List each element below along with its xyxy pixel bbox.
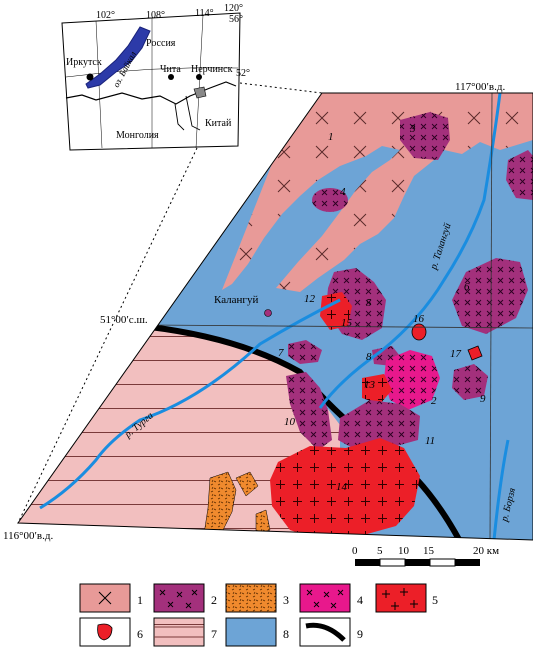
inset-lat-tick: 56° xyxy=(229,14,243,25)
scale-tick: 5 xyxy=(377,545,383,557)
scale-tick: 15 xyxy=(423,545,435,557)
massif-number: 12 xyxy=(304,293,316,305)
massif-number: 1 xyxy=(328,131,334,143)
massif-number: 13 xyxy=(364,379,376,391)
massif-number: 16 xyxy=(413,313,425,325)
scale-tick: 20 км xyxy=(473,545,499,557)
border-line xyxy=(65,81,237,105)
legend-num: 2 xyxy=(211,593,217,607)
inset-lon-tick: 120° xyxy=(224,3,243,14)
legend: 1 2 3 4 5 6 7 8 9 xyxy=(79,583,438,647)
scale-tick: 0 xyxy=(352,545,358,557)
inset-frame xyxy=(61,12,241,151)
scale-bar: 0 5 10 15 20 км xyxy=(352,545,499,567)
main-map xyxy=(18,93,533,540)
massif-number: 2 xyxy=(431,395,437,407)
inset-lon-tick: 108° xyxy=(146,10,165,21)
country-label: Россия xyxy=(146,38,176,49)
massif-number: 8 xyxy=(366,351,372,363)
river-turga xyxy=(39,298,341,510)
legend-num: 8 xyxy=(283,627,289,641)
inset-lon-tick: 102° xyxy=(96,10,115,21)
inset-lat-tick: 52° xyxy=(236,68,250,79)
massif-number: 6 xyxy=(464,281,470,293)
baikal-lake xyxy=(85,26,151,89)
place-label: Калангуй xyxy=(214,294,258,306)
legend-num: 7 xyxy=(211,627,217,641)
city-label: Иркутск xyxy=(66,57,102,68)
map-frame xyxy=(17,92,533,541)
massif-number: 4 xyxy=(340,186,346,198)
legend-num: 5 xyxy=(432,593,438,607)
inset-connectors xyxy=(17,82,323,524)
coord-label: 117°00′в.д. xyxy=(455,81,505,93)
fault-line xyxy=(149,324,465,540)
inset-map: 102° 108° 114° 120° 56° 52° Россия Монго… xyxy=(61,3,250,151)
country-label: Китай xyxy=(205,118,232,129)
river-borzya xyxy=(492,439,510,540)
massif-number: 17 xyxy=(450,348,462,360)
river-talangui xyxy=(318,93,502,409)
massif-number: 15 xyxy=(341,317,353,329)
massif-number: 11 xyxy=(425,435,435,447)
massif-number: 9 xyxy=(480,393,486,405)
massif-numbers: 1 2 3 4 5 6 7 8 9 10 11 12 13 14 15 16 1… xyxy=(278,123,486,493)
inset-lon-tick: 114° xyxy=(195,8,214,19)
legend-num: 1 xyxy=(137,593,143,607)
massif-number: 5 xyxy=(366,297,372,309)
coord-label: 51°00′с.ш. xyxy=(100,314,148,326)
city-label: Чита xyxy=(160,64,181,75)
legend-num: 3 xyxy=(283,593,289,607)
country-label: Монголия xyxy=(116,130,159,141)
massif-number: 7 xyxy=(278,347,284,359)
city-label: Нерчинск xyxy=(191,64,233,75)
legend-num: 6 xyxy=(137,627,143,641)
massif-number: 3 xyxy=(409,123,416,135)
massif-number: 14 xyxy=(336,481,348,493)
scale-tick: 10 xyxy=(398,545,410,557)
legend-num: 9 xyxy=(357,627,363,641)
massif-number: 10 xyxy=(284,416,296,428)
coord-label: 116°00′в.д. xyxy=(3,530,53,542)
legend-num: 4 xyxy=(357,593,363,607)
